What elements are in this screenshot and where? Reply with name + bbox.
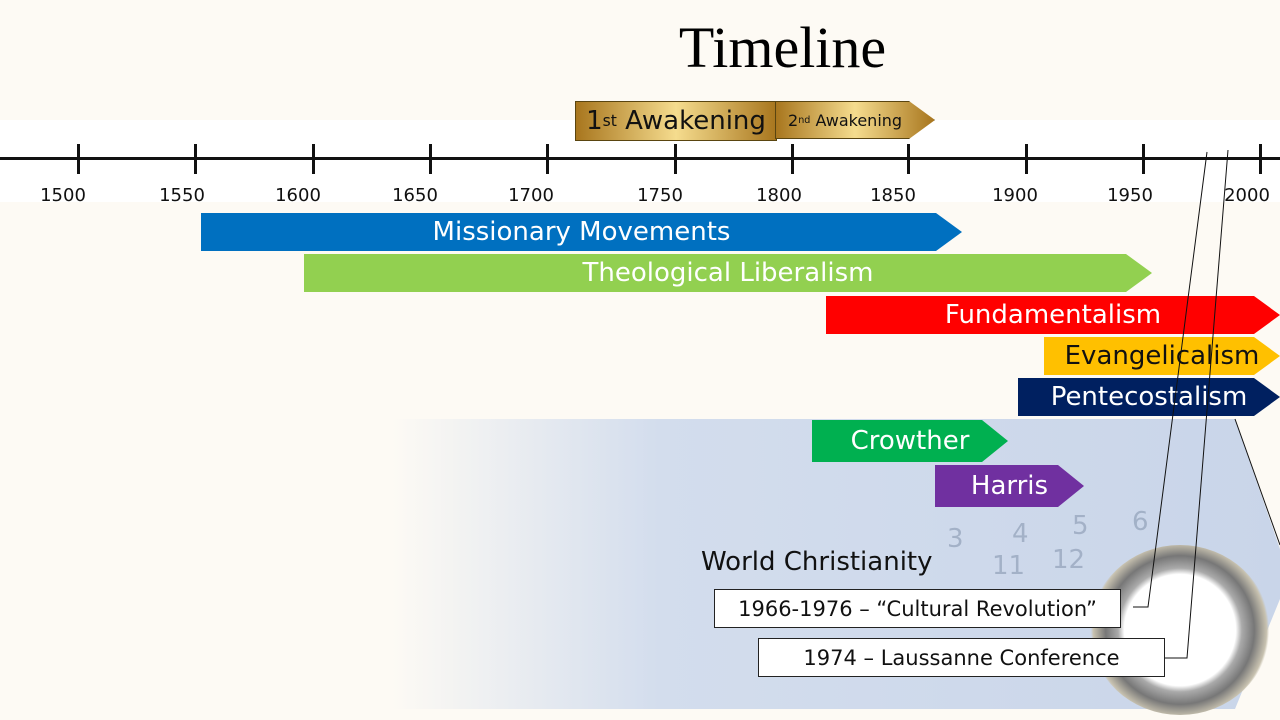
axis-label: 1650 [392,185,438,206]
ordinal: 2 [788,110,799,130]
calendar-digit: 4 [1012,519,1029,549]
axis-label: 1500 [40,185,86,206]
calendar-digit: 5 [1072,511,1089,541]
axis-tick [1025,144,1028,174]
missionary-movements-bar: Missionary Movements [201,213,962,251]
axis-tick [1142,144,1145,174]
pentecostalism-bar: Pentecostalism [1018,378,1280,416]
axis-label: 1900 [992,185,1038,206]
axis-tick [77,144,80,174]
crowther-bar: Crowther [812,420,1008,462]
theological-liberalism-bar: Theological Liberalism [304,254,1152,292]
axis-label: 1850 [870,185,916,206]
axis-tick [194,144,197,174]
calendar-digit: 6 [1132,507,1149,537]
ordinal-suffix: nd [798,114,811,126]
awakening-label: Awakening [815,110,903,130]
panel-edge [1234,418,1280,546]
axis-tick [312,144,315,174]
world-christianity-heading: World Christianity [701,547,933,577]
calendar-digit: 11 [992,551,1026,581]
axis-label: 2000 [1224,185,1270,206]
cultural-revolution-connector [1133,151,1208,608]
ordinal: 1 [586,106,603,136]
axis-label: 1550 [159,185,205,206]
calendar-digit: 3 [947,524,964,554]
axis-tick [429,144,432,174]
calendar-digit: 12 [1052,545,1086,575]
page-title: Timeline [678,15,887,80]
evangelicalism-bar: Evangelicalism [1044,337,1280,375]
cultural-revolution-box: 1966-1976 – “Cultural Revolution” [714,589,1121,628]
pocket-watch-image [1090,545,1270,715]
ordinal-suffix: st [602,112,617,130]
axis-label: 1600 [275,185,321,206]
axis-tick [674,144,677,174]
axis-tick [546,144,549,174]
fundamentalism-bar: Fundamentalism [826,296,1280,334]
axis-tick [1259,144,1262,174]
timeline-axis [0,157,1280,160]
axis-tick [907,144,910,174]
laussanne-connector [1165,149,1229,659]
laussanne-conference-box: 1974 – Laussanne Conference [758,638,1165,677]
axis-tick [791,144,794,174]
awakening-label: Awakening [625,106,766,136]
axis-label: 1750 [637,185,683,206]
axis-label: 1800 [756,185,802,206]
harris-bar: Harris [935,465,1084,507]
axis-label: 1950 [1107,185,1153,206]
axis-label: 1700 [508,185,554,206]
